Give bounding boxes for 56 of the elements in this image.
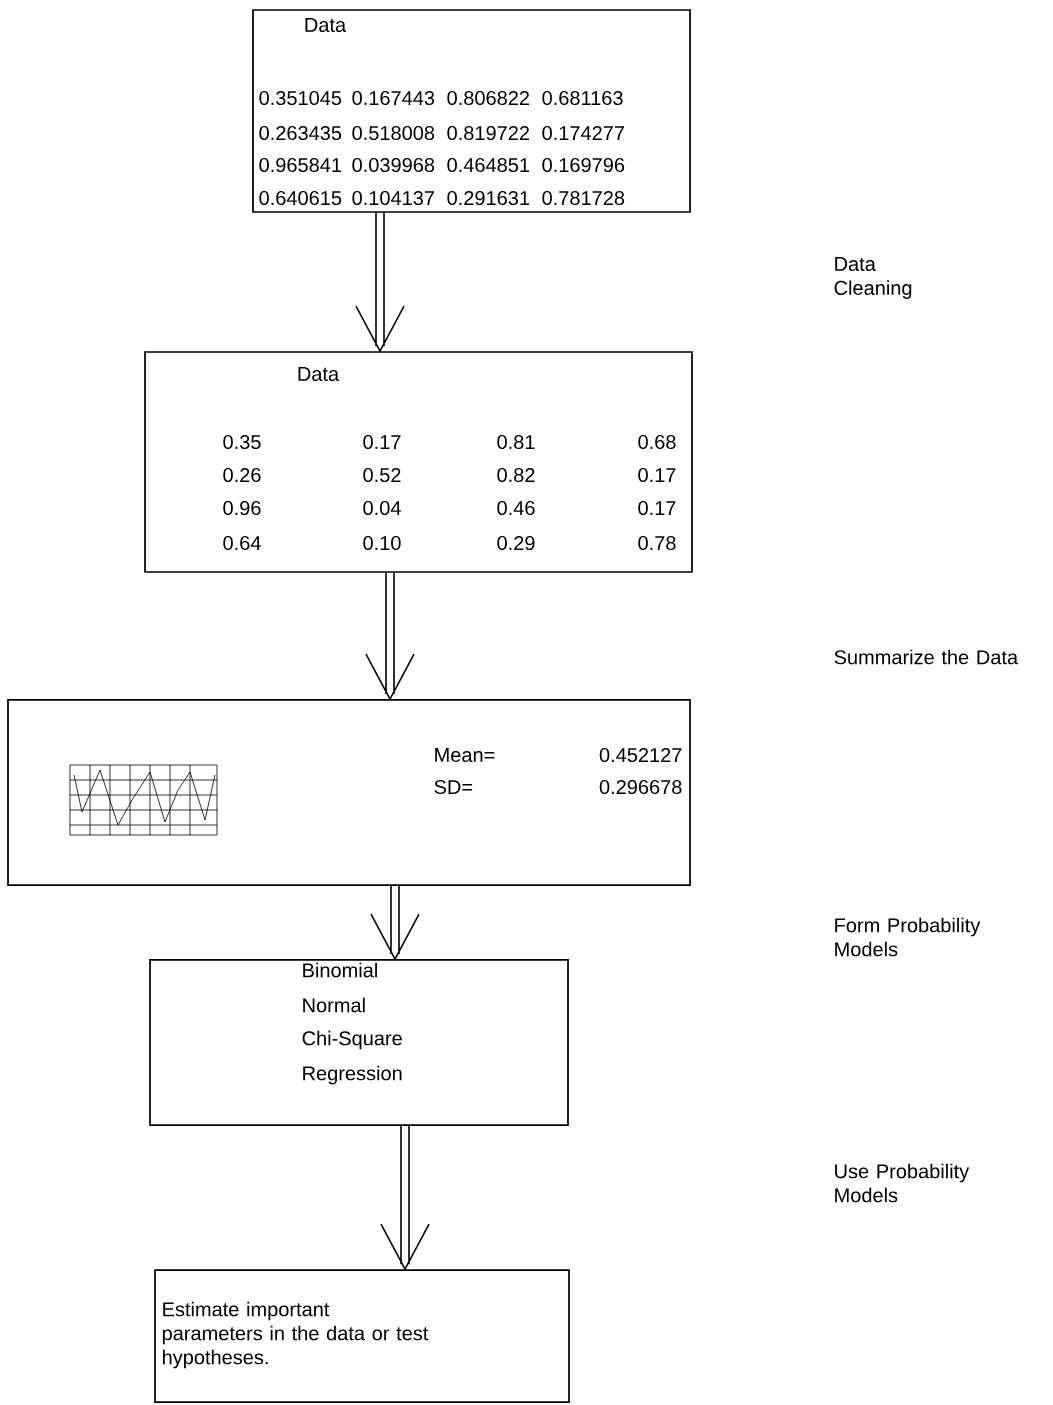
table-cell: 0.781728	[542, 190, 625, 206]
statistic-value: 0.452127	[599, 747, 682, 763]
data-table-box	[252, 9, 691, 213]
model-name: Binomial	[303, 962, 377, 978]
table-cell: 0.169796	[542, 157, 625, 173]
result-box	[154, 1269, 570, 1403]
table-cell: 0.04	[363, 500, 401, 516]
table-cell: 0.104137	[352, 190, 434, 206]
table-cell: 0.82	[497, 467, 535, 483]
statistic-name: Mean=	[435, 748, 495, 762]
table-cell: 0.68	[638, 434, 676, 450]
table-cell: 0.81	[497, 434, 535, 450]
double-arrow	[380, 1125, 430, 1271]
table-cell: 0.174277	[542, 125, 624, 141]
table-heading: Data	[305, 18, 347, 32]
statistic-name: SD=	[434, 779, 473, 795]
table-cell: 0.64	[223, 535, 261, 551]
table-cell: 0.17	[638, 500, 676, 516]
table-cell: 0.96	[223, 500, 261, 516]
table-cell: 0.464851	[447, 157, 530, 173]
table-heading: Data	[298, 367, 340, 381]
step-label: Summarize the Data	[834, 649, 1019, 665]
table-cell: 0.263435	[259, 125, 342, 141]
table-cell: 0.640615	[259, 190, 342, 206]
model-list-box	[149, 959, 569, 1126]
model-name: Chi-Square	[302, 1030, 402, 1050]
step-label: Form Probability Models	[835, 917, 981, 957]
double-arrow	[370, 885, 420, 961]
double-arrow	[365, 572, 415, 701]
step-label: Use Probability Models	[835, 1163, 970, 1203]
table-cell: 0.806822	[447, 90, 529, 106]
table-cell: 0.17	[363, 434, 401, 450]
table-cell: 0.819722	[447, 125, 529, 141]
model-name: Normal	[303, 997, 365, 1013]
table-cell: 0.78	[638, 535, 676, 551]
table-cell: 0.351045	[259, 90, 342, 106]
table-cell: 0.35	[223, 434, 261, 450]
table-cell: 0.26	[223, 467, 261, 483]
table-cell: 0.039968	[352, 157, 435, 173]
table-cell: 0.681163	[542, 90, 623, 106]
statistic-value: 0.296678	[599, 779, 682, 795]
table-cell: 0.167443	[352, 90, 435, 106]
table-cell: 0.46	[497, 500, 535, 516]
table-cell: 0.29	[497, 535, 535, 551]
table-cell: 0.52	[363, 467, 401, 483]
table-cell: 0.965841	[259, 157, 342, 173]
step-label: Data Cleaning	[834, 257, 912, 299]
double-arrow	[355, 212, 405, 353]
table-cell: 0.10	[363, 535, 401, 551]
data-table-box	[144, 351, 693, 573]
table-cell: 0.291631	[447, 190, 530, 206]
table-cell: 0.17	[638, 467, 676, 483]
table-cell: 0.518008	[352, 125, 435, 141]
result-text: Estimate important parameters in the data or test hypotheses.	[162, 1301, 429, 1369]
model-name: Regression	[303, 1065, 402, 1085]
summary-box	[7, 699, 691, 886]
